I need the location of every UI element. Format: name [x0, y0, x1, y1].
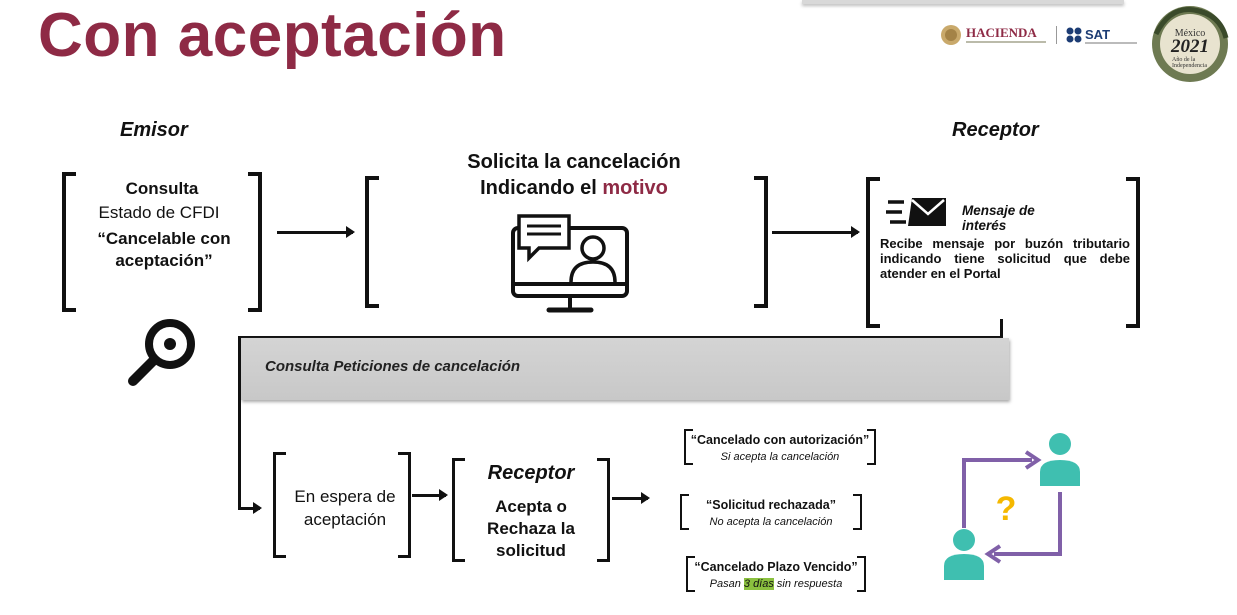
emisor-box: Consulta Estado de CFDI “Cancelable con … — [62, 172, 262, 312]
arrow-solicita-to-receptor — [772, 226, 860, 238]
seal-subtext: Año de la Independencia — [1172, 57, 1207, 69]
arrow-emisor-to-solicita — [277, 226, 355, 238]
outcome-1-sub: Si acepta la cancelación — [720, 451, 840, 463]
connector-receptor-down — [1000, 319, 1003, 337]
solicita-line2-prefix: Indicando el — [480, 177, 603, 199]
seal-year-text: 2021 — [1171, 36, 1209, 57]
outcome-3-sub: Pasan 3 días sin respuesta — [686, 578, 866, 590]
receptor-message-box — [866, 177, 1140, 328]
solicita-motivo: motivo — [602, 177, 668, 199]
solicita-box — [365, 176, 768, 308]
independence-seal-icon — [1152, 6, 1229, 82]
outcome-plazo-vencido: “Cancelado Plazo Vencido” Pasan 3 días s… — [686, 556, 866, 592]
arrow-espera-to-receptor — [412, 489, 448, 501]
svg-text:?: ? — [996, 490, 1017, 528]
computer-user-chat-icon — [511, 214, 629, 313]
people-exchange-question-icon: ? — [944, 433, 1080, 580]
outcome-3-title: “Cancelado Plazo Vencido” — [694, 560, 858, 574]
solicita-line2: Indicando el motivo — [400, 177, 748, 200]
emisor-line1: Consulta — [125, 179, 199, 198]
receptor-decision-box: Receptor Acepta o Rechaza la solicitud — [452, 458, 610, 562]
connector-horizontal — [238, 336, 1003, 339]
solicita-line1: Solicita la cancelación — [467, 151, 681, 173]
connector-vertical-left — [238, 336, 241, 510]
mail-envelope-icon — [886, 198, 946, 226]
sat-logo-text: SAT — [1085, 27, 1111, 42]
outcome-2-title: “Solicitud rechazada” — [706, 498, 836, 512]
outcome-cancelado-autorizacion: “Cancelado con autorización” Si acepta l… — [684, 429, 876, 465]
page-title: Con aceptación — [38, 1, 507, 70]
magnifier-icon — [128, 319, 195, 386]
outcome-1-title: “Cancelado con autorización” — [690, 433, 870, 447]
sat-logo: SAT — [1066, 26, 1140, 46]
seal-mexico-text: México — [1174, 28, 1206, 39]
band-label: Consulta Peticiones de cancelación — [265, 358, 521, 375]
hacienda-logo-text: HACIENDA — [966, 25, 1037, 40]
message-body: Recibe mensaje por buzón tributario indi… — [880, 236, 1130, 281]
outcome-3-days-highlight: 3 días — [743, 578, 774, 590]
outcome-3-sub-suffix: sin respuesta — [773, 578, 843, 590]
espera-box: En espera de aceptación — [273, 452, 411, 558]
hacienda-seal-icon — [941, 25, 961, 45]
emisor-line3: “Cancelable con aceptación” — [97, 229, 231, 270]
receptor-decision-text: Acepta o Rechaza la solicitud — [487, 497, 575, 560]
arrow-receptor-to-outcomes — [612, 492, 650, 504]
emisor-line2: Estado de CFDI — [98, 203, 220, 222]
emisor-role-label: Emisor — [120, 119, 188, 141]
outcome-3-sub-prefix: Pasan — [709, 578, 744, 590]
outcome-solicitud-rechazada: “Solicitud rechazada” No acepta la cance… — [680, 494, 862, 530]
message-title: Mensaje de interés — [962, 203, 1035, 233]
mexico-2021-seal: México 2021 Año de la Independencia — [1150, 4, 1230, 84]
top-decoration-bar — [802, 0, 1124, 4]
hacienda-logo: HACIENDA — [940, 22, 1050, 48]
outcome-2-sub: No acepta la cancelación — [709, 516, 833, 528]
receptor-decision-role: Receptor — [487, 462, 575, 484]
sat-icon — [1066, 27, 1082, 43]
consulta-peticiones-band: Consulta Peticiones de cancelación — [241, 338, 1009, 400]
espera-text: En espera de aceptación — [294, 487, 396, 529]
receptor-role-label: Receptor — [952, 119, 1039, 141]
arrow-to-espera — [238, 502, 262, 514]
